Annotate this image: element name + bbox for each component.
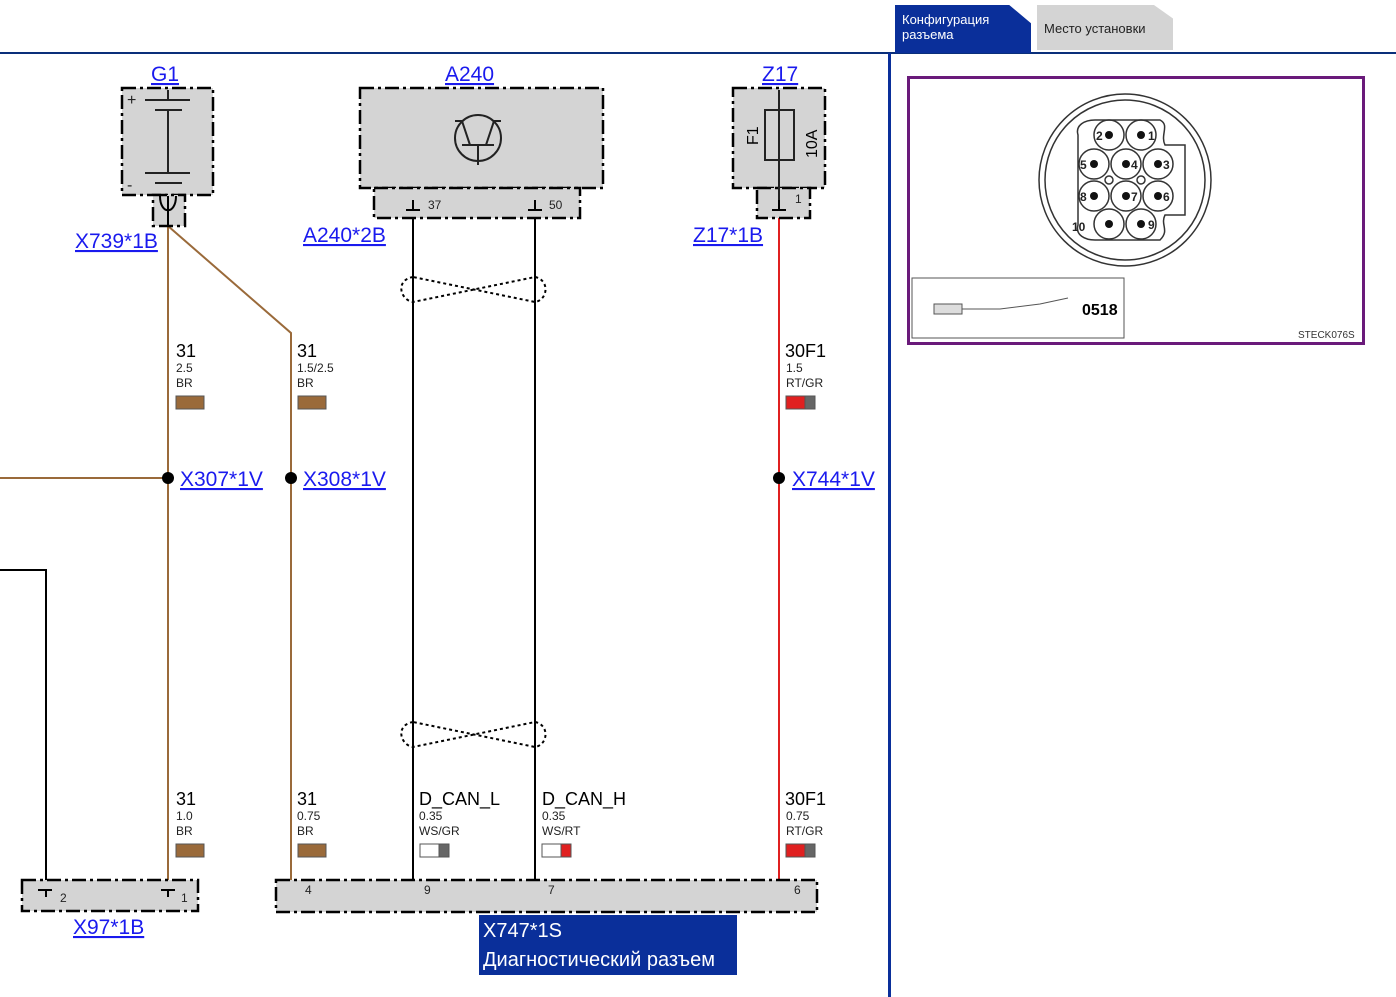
svg-text:BR: BR bbox=[176, 824, 193, 838]
svg-text:7: 7 bbox=[1131, 190, 1138, 204]
svg-text:0.35: 0.35 bbox=[542, 809, 566, 823]
tab-install-location[interactable]: Место установки bbox=[1037, 5, 1173, 50]
z17-connector[interactable] bbox=[755, 186, 812, 220]
svg-text:10: 10 bbox=[1072, 220, 1086, 234]
svg-text:31: 31 bbox=[297, 341, 317, 361]
svg-text:30F1: 30F1 bbox=[785, 341, 826, 361]
tab-connector-config[interactable]: Конфигурация разъема bbox=[895, 5, 1031, 53]
pin-label: 9 bbox=[424, 883, 431, 897]
pin-label: 6 bbox=[794, 883, 801, 897]
svg-text:RT/GR: RT/GR bbox=[786, 824, 823, 838]
svg-text:9: 9 bbox=[1148, 218, 1155, 232]
twisted-pair-marker bbox=[400, 275, 547, 749]
g1-link[interactable]: G1 bbox=[151, 63, 179, 86]
svg-text:31: 31 bbox=[176, 789, 196, 809]
fuse-rating: 10A bbox=[804, 129, 821, 158]
splice-dot bbox=[162, 472, 174, 484]
svg-text:4: 4 bbox=[1131, 158, 1138, 172]
a240-connector[interactable] bbox=[372, 186, 582, 220]
wire-label: 31 2.5 BR bbox=[175, 341, 205, 410]
x747-name: X747*1S bbox=[483, 920, 562, 942]
battery-icon: + - bbox=[127, 90, 190, 226]
pin-label: 4 bbox=[305, 883, 312, 897]
pin-terminals bbox=[38, 200, 786, 897]
x739-link[interactable]: X739*1B bbox=[75, 230, 158, 253]
x747-description: Диагностический разъем bbox=[483, 949, 715, 971]
fuse-icon bbox=[764, 90, 795, 205]
part-number: 0518 bbox=[1082, 302, 1118, 319]
svg-text:3: 3 bbox=[1163, 158, 1170, 172]
svg-text:RT/GR: RT/GR bbox=[786, 376, 823, 390]
pin-label: 37 bbox=[428, 198, 442, 212]
svg-text:31: 31 bbox=[297, 789, 317, 809]
a240-link[interactable]: A240 bbox=[445, 63, 494, 86]
svg-text:D_CAN_H: D_CAN_H bbox=[542, 789, 626, 810]
svg-text:30F1: 30F1 bbox=[785, 789, 826, 809]
wire-label: 30F1 0.75 RT/GR bbox=[785, 789, 826, 858]
z17-link[interactable]: Z17 bbox=[762, 63, 798, 86]
wire-can[interactable] bbox=[412, 210, 536, 888]
a240-connector-link[interactable]: A240*2B bbox=[303, 224, 386, 247]
x97-connector[interactable] bbox=[20, 878, 200, 913]
wire-label: D_CAN_L 0.35 WS/GR bbox=[419, 789, 500, 858]
wire-black-x97[interactable] bbox=[0, 569, 47, 888]
header-divider bbox=[0, 52, 1396, 54]
adapter-cable-icon bbox=[933, 297, 1069, 315]
pin-label: 1 bbox=[181, 891, 188, 905]
x307-splice-link[interactable]: X307*1V bbox=[180, 468, 263, 491]
svg-text:BR: BR bbox=[176, 376, 193, 390]
svg-text:1.5/2.5: 1.5/2.5 bbox=[297, 361, 334, 375]
svg-text:WS/RT: WS/RT bbox=[542, 824, 581, 838]
svg-text:BR: BR bbox=[297, 824, 314, 838]
pin-numbers: 1 2 3 4 5 6 7 8 9 10 bbox=[1072, 129, 1170, 234]
splice-dot bbox=[773, 472, 785, 484]
svg-text:0.75: 0.75 bbox=[786, 809, 810, 823]
svg-text:-: - bbox=[127, 177, 132, 194]
pin-label: 2 bbox=[60, 891, 67, 905]
svg-text:1: 1 bbox=[1148, 129, 1155, 143]
splice-dot bbox=[285, 472, 297, 484]
pane-divider[interactable] bbox=[888, 53, 891, 997]
svg-text:1.0: 1.0 bbox=[176, 809, 193, 823]
svg-text:2.5: 2.5 bbox=[176, 361, 193, 375]
svg-text:6: 6 bbox=[1163, 190, 1170, 204]
z17-connector-link[interactable]: Z17*1B bbox=[693, 224, 763, 247]
svg-text:0.35: 0.35 bbox=[419, 809, 443, 823]
svg-text:D_CAN_L: D_CAN_L bbox=[419, 789, 500, 810]
pin-label: 50 bbox=[549, 198, 563, 212]
wire-label: 31 1.5/2.5 BR bbox=[297, 341, 334, 410]
svg-text:+: + bbox=[127, 92, 136, 109]
transistor-icon bbox=[454, 114, 502, 165]
wire-label: 31 1.0 BR bbox=[175, 789, 205, 858]
pin-label: 7 bbox=[548, 883, 555, 897]
x747-label[interactable]: X747*1S Диагностический разъем bbox=[479, 915, 737, 975]
svg-text:2: 2 bbox=[1096, 129, 1103, 143]
svg-text:WS/GR: WS/GR bbox=[419, 824, 460, 838]
fuse-name: F1 bbox=[745, 126, 762, 145]
wiring-diagram: + - F1 10A 37 50 1 2 1 4 9 7 6 G1 A240 Z… bbox=[0, 63, 875, 939]
svg-text:5: 5 bbox=[1080, 158, 1087, 172]
connector-preview: 1 2 3 4 5 6 7 8 9 10 0518 STECK076S bbox=[907, 76, 1365, 345]
svg-text:1.5: 1.5 bbox=[786, 361, 803, 375]
image-id: STECK076S bbox=[1298, 330, 1355, 341]
svg-text:0.75: 0.75 bbox=[297, 809, 321, 823]
a240-module-box[interactable] bbox=[358, 86, 605, 190]
pin-label: 1 bbox=[795, 192, 802, 206]
x747-connector[interactable] bbox=[274, 878, 819, 914]
wire-label: 30F1 1.5 RT/GR bbox=[785, 341, 826, 410]
connector-face-icon bbox=[1038, 93, 1212, 267]
x97-link[interactable]: X97*1B bbox=[73, 916, 144, 939]
svg-text:31: 31 bbox=[176, 341, 196, 361]
x308-splice-link[interactable]: X308*1V bbox=[303, 468, 386, 491]
x744-splice-link[interactable]: X744*1V bbox=[792, 468, 875, 491]
svg-text:8: 8 bbox=[1080, 190, 1087, 204]
wire-label: D_CAN_H 0.35 WS/RT bbox=[541, 789, 626, 858]
svg-text:BR: BR bbox=[297, 376, 314, 390]
wire-brown[interactable] bbox=[0, 225, 292, 888]
wire-label: 31 0.75 BR bbox=[297, 789, 327, 858]
